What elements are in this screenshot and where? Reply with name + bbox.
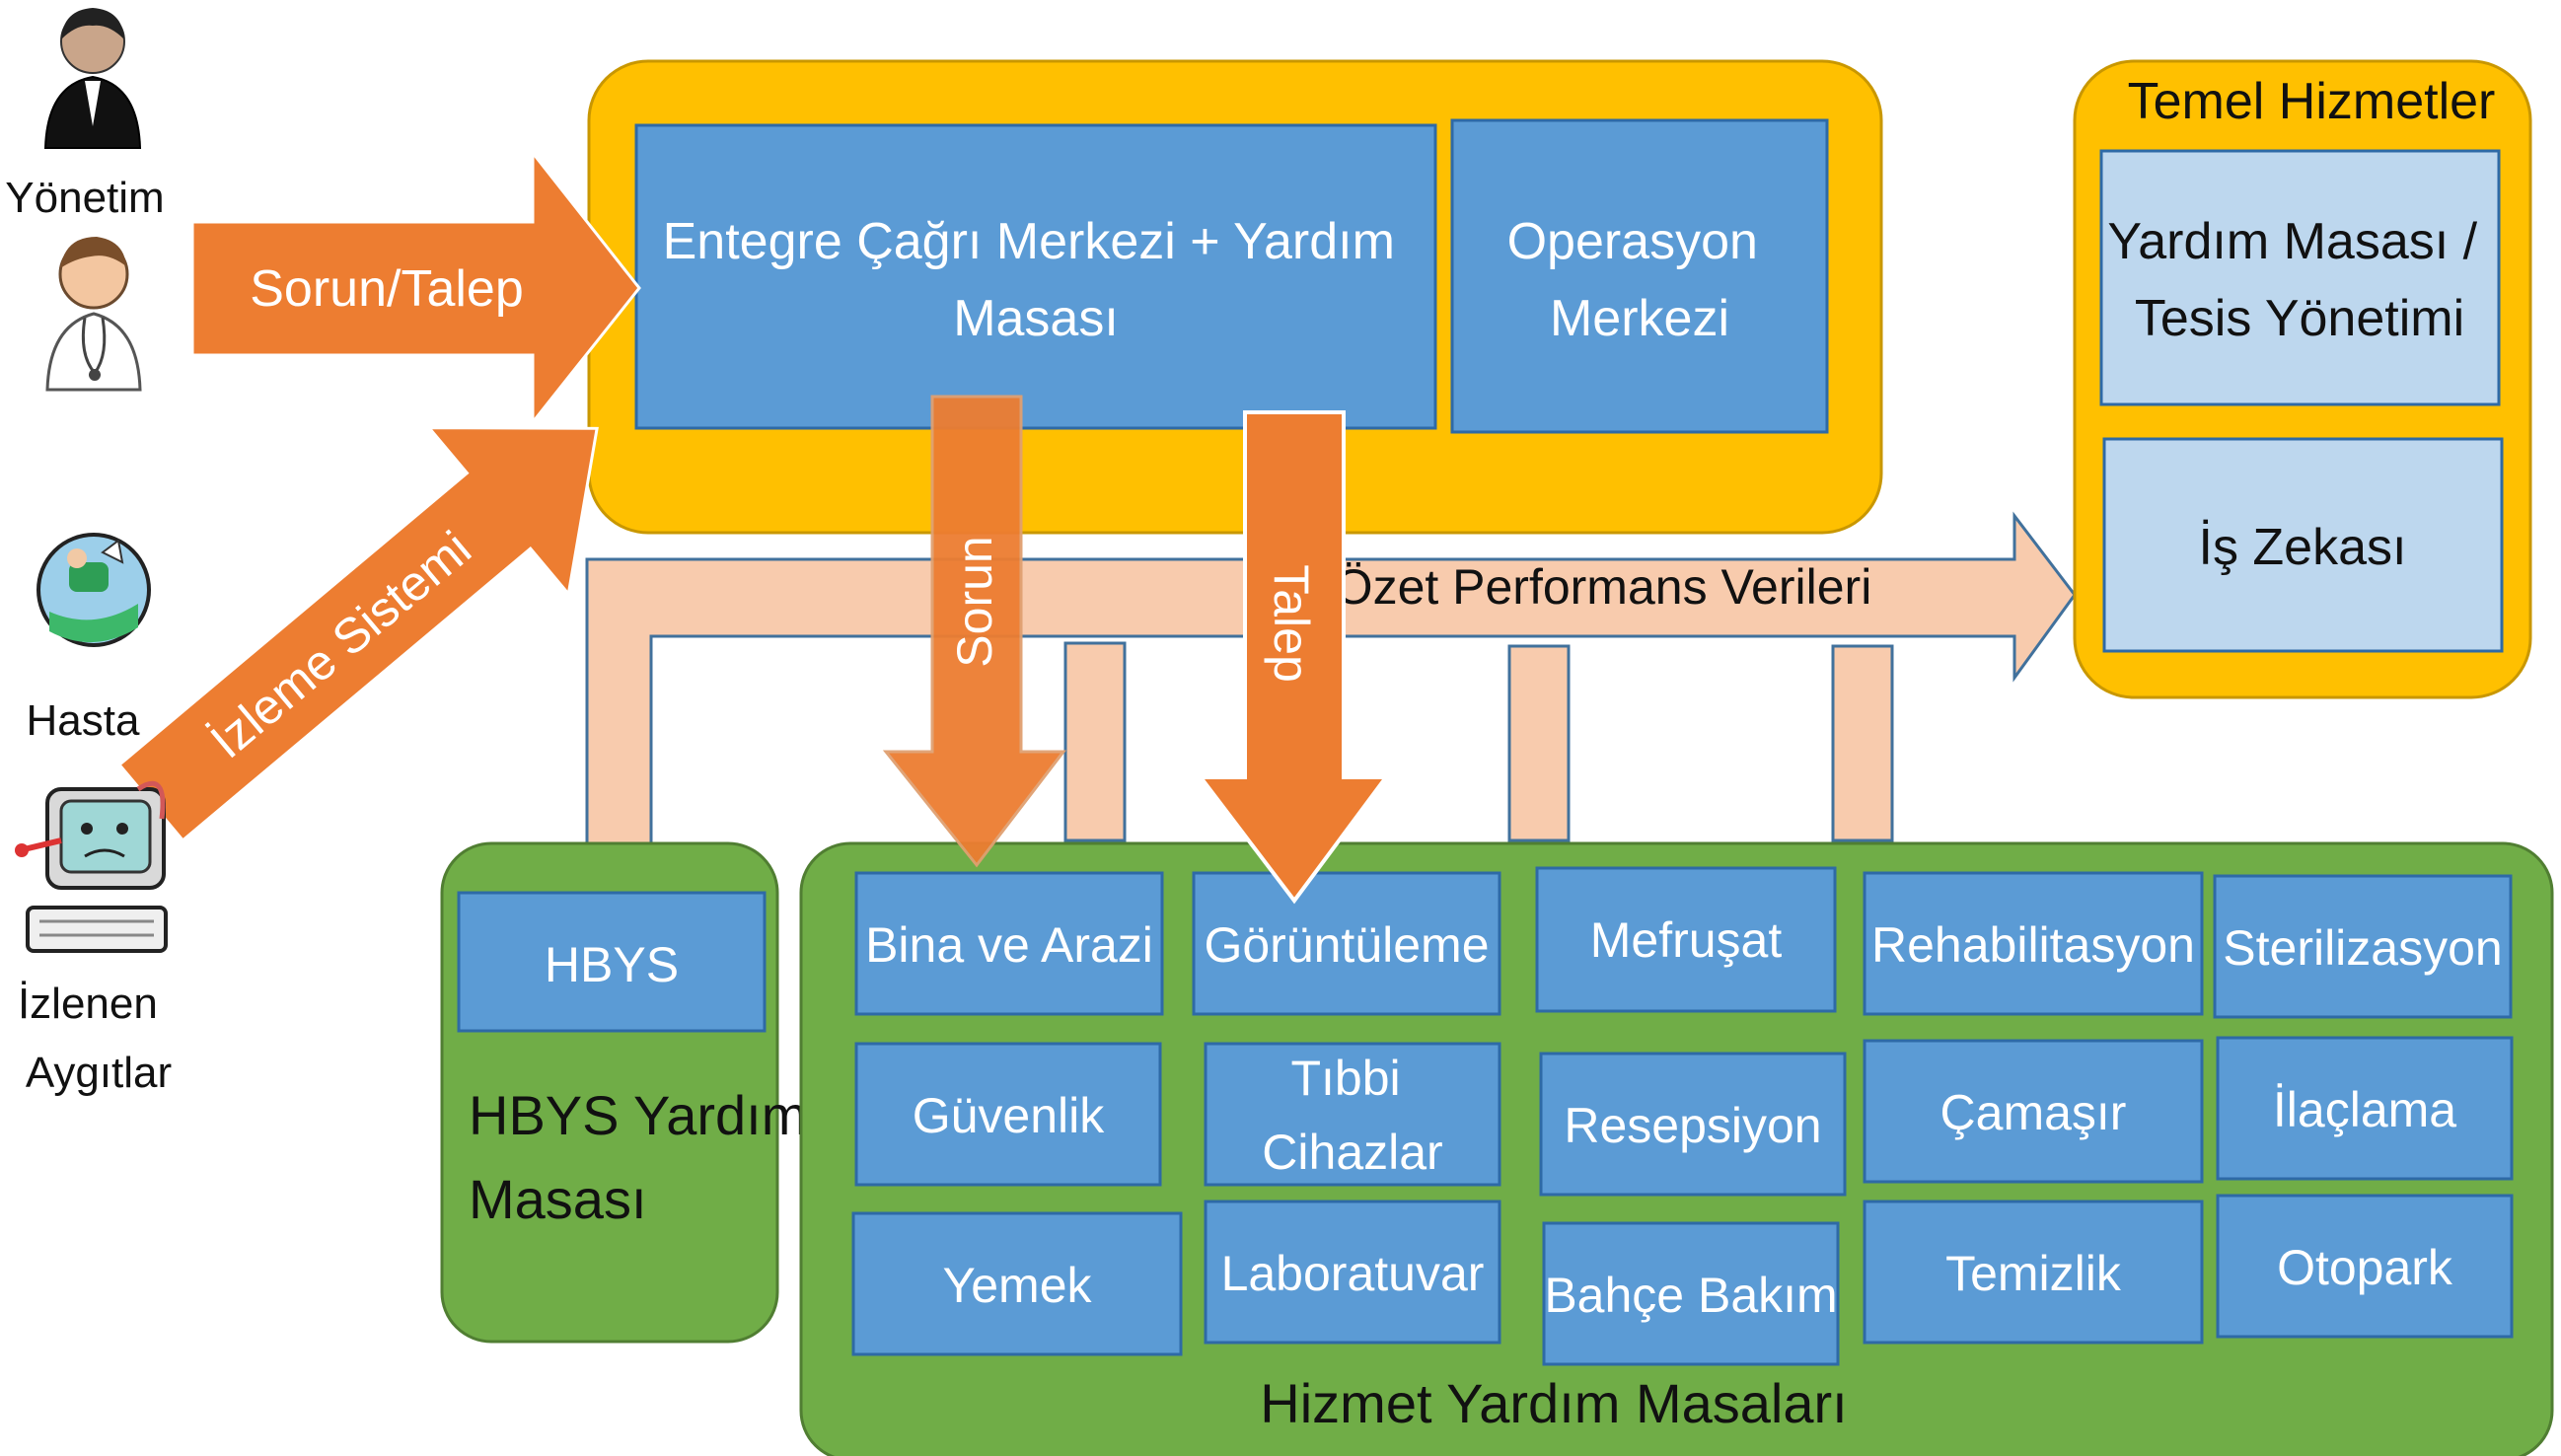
business-intelligence-label: İş Zekası: [2199, 519, 2407, 576]
desk-security: [854, 1042, 1162, 1187]
desk-sterilization-label: Sterilizasyon: [2223, 920, 2502, 976]
desk-medical-devices-label-line2: Cihazlar: [1262, 1125, 1442, 1180]
desk-sterilization: [2213, 874, 2513, 1019]
hbys-label: HBYS: [545, 937, 679, 992]
problem-down-label: Sorun: [947, 536, 1002, 667]
desk-catering-label: Yemek: [942, 1258, 1092, 1313]
desk-imaging-label: Görüntüleme: [1204, 917, 1489, 973]
hbys-box: [457, 891, 767, 1033]
hbys-group-title-line1: HBYS Yardım: [469, 1084, 807, 1146]
desk-security-label: Güvenlik: [913, 1088, 1106, 1143]
desk-pest-control-label: İlaçlama: [2273, 1082, 2456, 1137]
desk-parking: [2216, 1194, 2514, 1339]
svg-text:Tıbbi Cihazlar: Tıbbi Cihazlar: [1262, 1051, 1442, 1180]
desk-building-grounds: [854, 871, 1164, 1016]
helpdesk-label-line2: Tesis Yönetimi: [2135, 290, 2464, 347]
call-center-label-line2: Masası: [953, 290, 1119, 347]
request-down-arrow: [1196, 410, 1390, 905]
monitored-devices-label-line2: Aygıtlar: [26, 1049, 172, 1097]
summary-performance-label: Özet Performans Verileri: [1335, 559, 1872, 615]
problem-down-arrow: [882, 395, 1067, 868]
request-down-label: Talep: [1264, 564, 1319, 683]
desk-pest-control: [2216, 1036, 2514, 1181]
hbys-group-title-line2: Masası: [469, 1168, 647, 1230]
summary-connector-2: [1507, 644, 1571, 842]
desk-reception-label: Resepsiyon: [1564, 1098, 1821, 1153]
svg-text:HBYS Yardım Masası: HBYS Yardım Masası: [469, 1084, 823, 1230]
monitoring-system-arrow-group: İzleme Sistemi: [116, 426, 599, 842]
call-center-label-line1: Entegre Çağrı Merkezi + Yardım: [663, 213, 1395, 270]
helpdesk-facility-box: [2099, 149, 2501, 406]
problem-request-label: Sorun/Talep: [250, 260, 524, 318]
helpdesk-label-line1: Yardım Masası /: [2107, 213, 2477, 270]
svg-text:Entegre Çağrı Merkezi + Yardım: Entegre Çağrı Merkezi + Yardım Masası: [663, 213, 1410, 347]
desk-building-grounds-label: Bina ve Arazi: [865, 917, 1153, 973]
desk-parking-label: Otopark: [2277, 1240, 2453, 1295]
desk-cleaning-label: Temizlik: [1945, 1246, 2122, 1301]
monitored-device-icon: [15, 780, 168, 953]
problem-request-arrow: [190, 148, 641, 427]
monitored-devices-label-line1: İzlenen: [18, 980, 158, 1028]
desk-reception: [1539, 1052, 1847, 1197]
patient-icon: [37, 533, 151, 647]
svg-text:Operasyon Merkezi: Operasyon Merkezi: [1507, 213, 1773, 347]
desk-imaging: [1192, 871, 1501, 1016]
summary-connector-1: [1063, 641, 1127, 842]
desk-rehabilitation-label: Rehabilitasyon: [1871, 917, 2195, 973]
management-label: Yönetim: [5, 174, 164, 222]
monitoring-system-label: İzleme Sistemi: [200, 521, 481, 769]
operations-label-line2: Merkezi: [1550, 290, 1729, 347]
desk-laboratory-label: Laboratuvar: [1221, 1246, 1485, 1301]
operations-center-box: [1450, 118, 1829, 434]
business-intelligence-box: [2102, 437, 2504, 653]
core-services-title: Temel Hizmetler: [2128, 73, 2496, 130]
svg-text:İzlenen Aygıtlar: İzlenen Aygıtlar: [18, 980, 172, 1097]
desk-furnishing-label: Mefruşat: [1590, 912, 1783, 968]
desk-laundry: [1863, 1039, 2204, 1184]
desk-laboratory: [1204, 1200, 1501, 1345]
desk-garden-care: [1542, 1221, 1840, 1366]
operations-label-line1: Operasyon: [1507, 213, 1758, 270]
doctor-icon: [45, 237, 142, 392]
patient-label: Hasta: [27, 696, 140, 745]
svg-text:Yardım Masası / Tesis Yöne: Yardım Masası / Tesis Yönetimi: [2107, 213, 2491, 347]
call-center-box: [634, 123, 1437, 430]
desk-medical-devices-label-line1: Tıbbi: [1290, 1051, 1400, 1106]
manager-icon: [43, 8, 142, 149]
desk-laundry-label: Çamaşır: [1940, 1085, 2127, 1140]
desk-garden-care-label: Bahçe Bakım: [1544, 1268, 1837, 1323]
desk-cleaning: [1863, 1200, 2204, 1345]
desk-rehabilitation: [1863, 871, 2204, 1016]
service-desks-title: Hizmet Yardım Masaları: [1260, 1372, 1847, 1434]
monitoring-system-arrow: [116, 426, 599, 842]
summary-connector-3: [1831, 644, 1894, 842]
desk-furnishing: [1535, 866, 1837, 1013]
desk-catering: [851, 1211, 1183, 1356]
desk-medical-devices: [1204, 1042, 1501, 1187]
